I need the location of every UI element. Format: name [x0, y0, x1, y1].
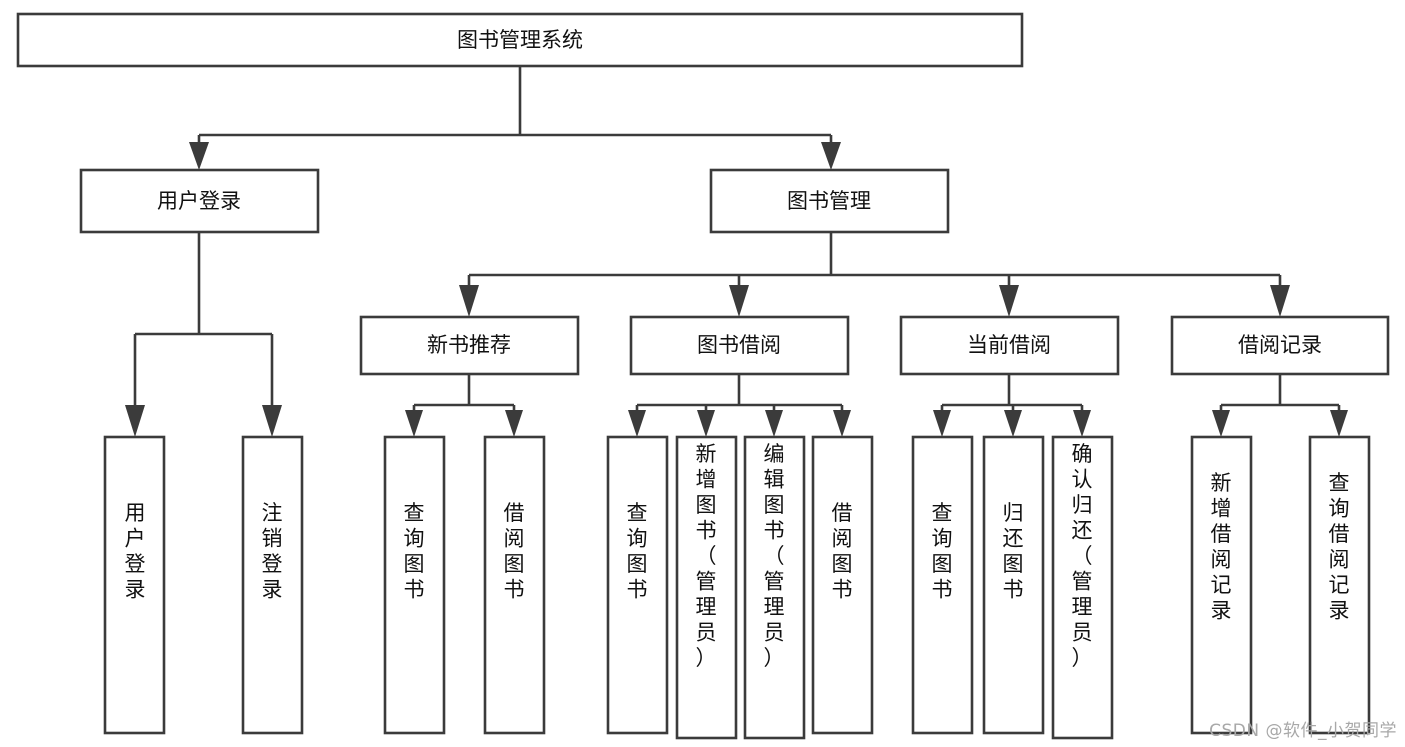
leaf-node-add-book-admin-label: 新增图书（管理员） — [696, 442, 717, 670]
leaf-node-borrow-book-recommend[interactable]: 借阅图书 — [483, 435, 546, 735]
leaf-node-user-login[interactable]: 用户登录 — [103, 435, 166, 735]
node-book-management[interactable]: 图书管理 — [709, 168, 950, 234]
arrow-to-new-book-icon — [459, 285, 479, 317]
leaf-node-logout-box[interactable] — [241, 435, 304, 735]
leaf-node-add-borrow-record[interactable]: 新增借阅记录 — [1190, 435, 1253, 735]
arrow-userlogin-l2-icon — [262, 405, 282, 437]
leaf-node-query-book-borrow[interactable]: 查询图书 — [606, 435, 669, 735]
node-new-book-recommend[interactable]: 新书推荐 — [359, 315, 580, 376]
node-borrow-record-box[interactable] — [1170, 315, 1390, 376]
node-book-management-label: 图书管理 — [787, 189, 871, 213]
arrow-borrowbook-l3-icon — [765, 410, 783, 437]
arrow-to-current-borrow-icon — [999, 285, 1019, 317]
node-user-login-box[interactable] — [79, 168, 320, 234]
leaf-node-edit-book-admin-label: 编辑图书（管理员） — [764, 442, 785, 670]
arrow-borrowrecord-l2-icon — [1330, 410, 1348, 437]
leaf-node-borrow-book[interactable]: 借阅图书 — [811, 435, 874, 735]
leaf-node-confirm-return-admin[interactable]: 确认归还（管理员） — [1051, 435, 1114, 740]
arrow-borrowbook-l1-icon — [628, 410, 646, 437]
leaf-node-confirm-return-admin-box[interactable] — [1051, 435, 1114, 740]
connector-group-root — [189, 66, 841, 170]
leaf-node-query-borrow-record[interactable]: 查询借阅记录 — [1308, 435, 1371, 735]
leaf-node-return-book[interactable]: 归还图书 — [982, 435, 1045, 735]
connector-group-current-borrow — [933, 374, 1091, 437]
arrow-root-to-user-icon — [189, 142, 209, 170]
leaf-node-user-login-box[interactable] — [103, 435, 166, 735]
node-borrow-record[interactable]: 借阅记录 — [1170, 315, 1390, 376]
leaf-node-add-book-admin[interactable]: 新增图书（管理员） — [675, 435, 738, 740]
node-borrow-record-label: 借阅记录 — [1238, 333, 1322, 357]
connector-group-borrow-book — [628, 374, 851, 437]
leaf-node-return-book-box[interactable] — [982, 435, 1045, 735]
node-current-borrow-box[interactable] — [899, 315, 1120, 376]
leaf-node-query-book-current-label: 查询图书 — [932, 501, 953, 602]
leaf-node-user-login-label: 用户登录 — [125, 501, 146, 602]
node-book-borrow-label: 图书借阅 — [697, 333, 781, 357]
leaf-node-borrow-book-label: 借阅图书 — [832, 501, 853, 602]
leaf-node-edit-book-admin[interactable]: 编辑图书（管理员） — [743, 435, 806, 740]
connector-group-book-mgmt — [459, 232, 1290, 317]
node-current-borrow-label: 当前借阅 — [967, 333, 1051, 357]
arrow-newbook-l1-icon — [405, 410, 423, 437]
leaf-node-edit-book-admin-box[interactable] — [743, 435, 806, 740]
leaf-node-query-book-borrow-box[interactable] — [606, 435, 669, 735]
arrow-borrowbook-l4-icon — [833, 410, 851, 437]
csdn-watermark: CSDN @软件_小贺同学 — [1209, 721, 1397, 741]
node-new-book-recommend-box[interactable] — [359, 315, 580, 376]
leaf-node-query-book-current[interactable]: 查询图书 — [911, 435, 974, 735]
arrow-to-borrow-book-icon — [729, 285, 749, 317]
leaf-node-query-borrow-record-label: 查询借阅记录 — [1329, 471, 1350, 623]
connector-group-new-book — [405, 374, 523, 437]
connector-group-user-login — [125, 232, 282, 437]
node-book-borrow[interactable]: 图书借阅 — [629, 315, 850, 376]
leaf-node-logout[interactable]: 注销登录 — [241, 435, 304, 735]
arrow-borrowbook-l2-icon — [697, 410, 715, 437]
node-root-system-box[interactable] — [16, 12, 1024, 68]
arrow-currentborrow-l1-icon — [933, 410, 951, 437]
leaf-node-borrow-book-box[interactable] — [811, 435, 874, 735]
node-book-management-box[interactable] — [709, 168, 950, 234]
arrow-currentborrow-l3-icon — [1073, 410, 1091, 437]
leaf-node-add-borrow-record-label: 新增借阅记录 — [1211, 471, 1232, 623]
node-root-system-label: 图书管理系统 — [457, 28, 583, 52]
arrow-userlogin-l1-icon — [125, 405, 145, 437]
arrow-to-borrow-record-icon — [1270, 285, 1290, 317]
leaf-node-borrow-book-recommend-box[interactable] — [483, 435, 546, 735]
arrow-newbook-l2-icon — [505, 410, 523, 437]
node-new-book-recommend-label: 新书推荐 — [427, 333, 511, 357]
leaf-node-query-book-recommend-label: 查询图书 — [404, 501, 425, 602]
leaf-node-query-borrow-record-box[interactable] — [1308, 435, 1371, 735]
node-user-login[interactable]: 用户登录 — [79, 168, 320, 234]
leaf-node-return-book-label: 归还图书 — [1003, 501, 1024, 602]
leaf-node-add-borrow-record-box[interactable] — [1190, 435, 1253, 735]
arrow-root-to-book-icon — [821, 142, 841, 170]
leaf-node-add-book-admin-box[interactable] — [675, 435, 738, 740]
leaf-node-query-book-borrow-label: 查询图书 — [627, 501, 648, 602]
leaf-node-logout-label: 注销登录 — [262, 501, 283, 602]
arrow-borrowrecord-l1-icon — [1212, 410, 1230, 437]
leaf-node-query-book-recommend[interactable]: 查询图书 — [383, 435, 446, 735]
leaf-node-confirm-return-admin-label: 确认归还（管理员） — [1072, 442, 1093, 670]
node-root-system[interactable]: 图书管理系统 — [16, 12, 1024, 68]
connector-group-borrow-record — [1212, 374, 1348, 437]
arrow-currentborrow-l2-icon — [1004, 410, 1022, 437]
node-user-login-label: 用户登录 — [157, 189, 241, 213]
node-book-borrow-box[interactable] — [629, 315, 850, 376]
node-current-borrow[interactable]: 当前借阅 — [899, 315, 1120, 376]
leaf-node-query-book-current-box[interactable] — [911, 435, 974, 735]
leaf-node-query-book-recommend-box[interactable] — [383, 435, 446, 735]
leaf-node-borrow-book-recommend-label: 借阅图书 — [504, 501, 525, 602]
